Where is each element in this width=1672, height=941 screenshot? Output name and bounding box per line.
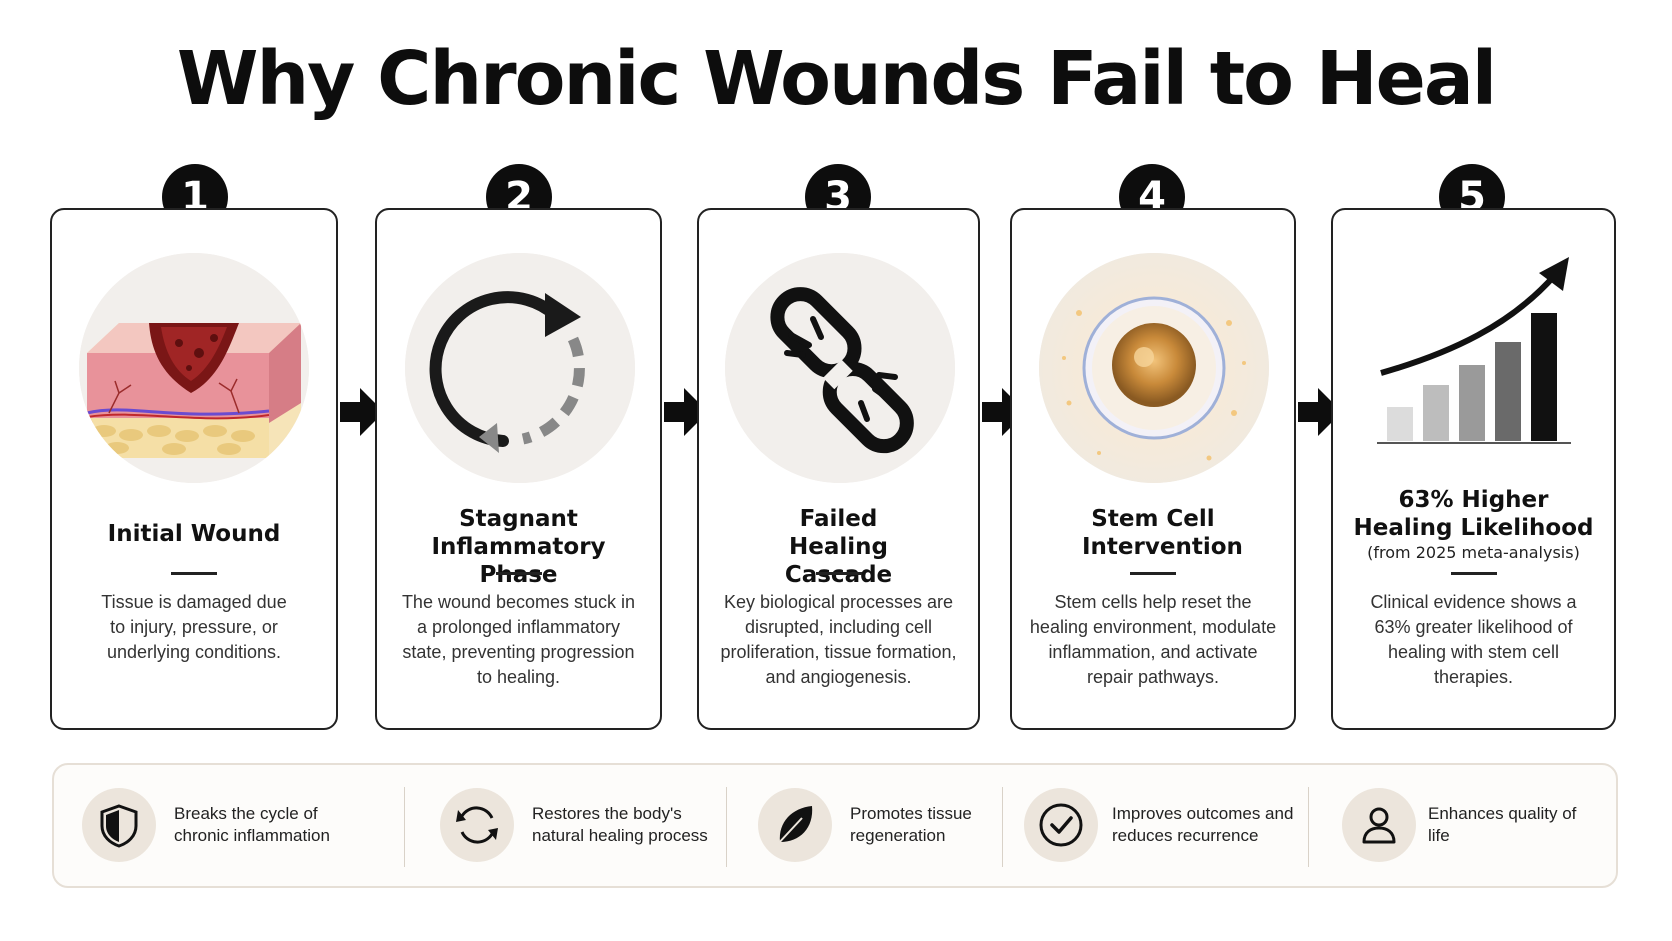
benefit-label: Enhances quality of life — [1428, 804, 1577, 845]
person-icon — [1342, 788, 1416, 862]
stem-cell-icon — [1039, 253, 1269, 483]
step-card-1: Initial Wound Tissue is damaged due to i… — [50, 208, 338, 730]
check-circle-icon — [1024, 788, 1098, 862]
benefit-label: Breaks the cycle of chronic inflammation — [174, 804, 330, 845]
benefit-label: Promotes tissue regeneration — [850, 804, 972, 845]
divider — [726, 787, 727, 867]
step-card-4: Stem Cell Intervention Stem cells help r… — [1010, 208, 1296, 730]
step-3-divider — [815, 572, 862, 575]
cycle-arrow-icon — [405, 253, 635, 483]
step-5-title: 63% Higher Healing Likelihood (from 2025… — [1343, 486, 1604, 564]
broken-chain-icon — [725, 253, 955, 483]
step-3-title: Failed Healing Cascade — [784, 506, 893, 588]
arrow-icon — [664, 388, 708, 436]
shield-icon — [82, 788, 156, 862]
step-4-description: Stem cells help reset the healing enviro… — [1029, 592, 1277, 687]
step-3-description: Key biological processes are disrupted, … — [720, 592, 957, 687]
wound-tissue-icon — [79, 253, 309, 483]
step-1-description: Tissue is damaged due to injury, pressur… — [101, 592, 287, 662]
step-5-description: Clinical evidence shows a 63% greater li… — [1370, 592, 1577, 687]
benefit-item: Breaks the cycle of chronic inflammation — [54, 765, 404, 886]
arrow-icon — [982, 388, 1026, 436]
divider — [404, 787, 405, 867]
benefit-item: Promotes tissue regeneration — [732, 765, 1002, 886]
benefit-item: Improves outcomes and reduces recurrence — [1008, 765, 1308, 886]
refresh-icon — [440, 788, 514, 862]
page-title: Why Chronic Wounds Fail to Heal — [176, 36, 1497, 122]
step-card-3: Failed Healing Cascade Key biological pr… — [697, 208, 980, 730]
benefit-label: Improves outcomes and reduces recurrence — [1112, 804, 1294, 845]
step-1-divider — [171, 572, 217, 575]
benefits-panel: Breaks the cycle of chronic inflammation… — [52, 763, 1618, 888]
benefit-label: Restores the body's natural healing proc… — [532, 804, 708, 845]
step-2-title: Stagnant Inflammatory Phase — [431, 506, 606, 588]
divider — [1002, 787, 1003, 867]
arrow-icon — [1298, 388, 1342, 436]
step-4-divider — [1130, 572, 1176, 575]
step-2-description: The wound becomes stuck in a prolonged i… — [401, 592, 636, 687]
step-card-5: 63% Higher Healing Likelihood (from 2025… — [1331, 208, 1616, 730]
step-4-title: Stem Cell Intervention — [1082, 506, 1243, 560]
step-2-divider — [495, 572, 542, 575]
benefit-item: Enhances quality of life — [1314, 765, 1614, 886]
step-card-2: Stagnant Inflammatory Phase The wound be… — [375, 208, 662, 730]
arrow-icon — [340, 388, 384, 436]
step-1-title: Initial Wound — [107, 521, 281, 547]
divider — [1308, 787, 1309, 867]
step-5-subtitle: (from 2025 meta-analysis) — [1367, 543, 1580, 562]
rising-bar-chart-icon — [1371, 255, 1591, 455]
benefit-item: Restores the body's natural healing proc… — [410, 765, 726, 886]
step-5-divider — [1450, 572, 1497, 575]
leaf-icon — [758, 788, 832, 862]
